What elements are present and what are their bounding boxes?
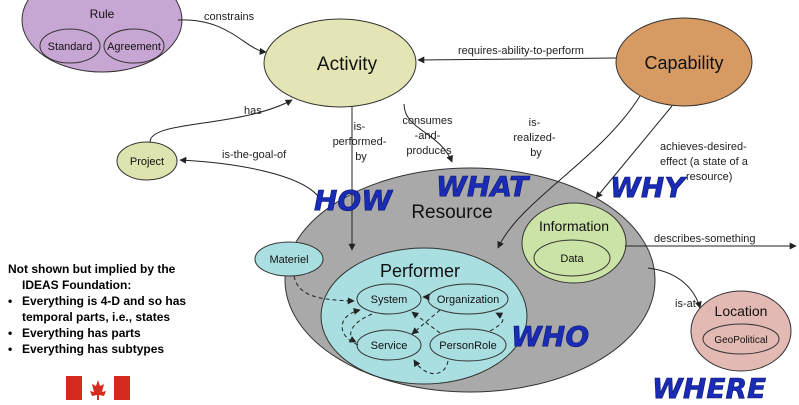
project-label: Project <box>130 156 164 168</box>
capability-ellipse[interactable] <box>615 17 753 107</box>
data-ellipse[interactable] <box>533 239 611 277</box>
notes-heading: Not shown but implied by the IDEAS Found… <box>8 262 223 294</box>
is-at-arrow <box>647 267 702 309</box>
materiel-ellipse[interactable] <box>254 241 324 277</box>
service-label: Service <box>371 340 408 352</box>
how-label: HOW <box>314 184 393 217</box>
is-the-goal-of-label: is-the-goal-of <box>222 149 287 161</box>
constrains-label: constrains <box>204 11 255 23</box>
has-label: has <box>244 105 262 117</box>
why-label: WHY <box>610 171 687 204</box>
is-realized-by-label: is- realized- by <box>513 117 558 159</box>
rule-label: Rule <box>90 7 115 21</box>
is-performed-by-label: is- performed- by <box>333 121 390 163</box>
resource-label: Resource <box>411 202 492 223</box>
performer-label: Performer <box>380 261 460 281</box>
agreement-ellipse[interactable] <box>103 28 165 64</box>
is-the-goal-of-arrow <box>179 156 319 197</box>
personrole-organization-dash <box>489 312 504 332</box>
notes-bullet-line: Everything has subtypes <box>22 341 165 356</box>
what-label: WHAT <box>436 170 530 203</box>
standard-ellipse[interactable] <box>39 28 101 64</box>
notes-bullet-line: Everything has parts <box>22 325 141 340</box>
system-service-dash <box>348 313 373 343</box>
notes-bullet-line: Everything is 4-D and so has <box>22 293 187 308</box>
system-ellipse[interactable] <box>356 283 422 315</box>
materiel-system-dash <box>293 275 355 305</box>
constrains-arrow <box>177 19 267 55</box>
describes-something-label: describes-something <box>654 233 756 245</box>
achieves-desired-effect-arrow <box>595 105 673 199</box>
notes-heading-line: Not shown but implied by the <box>8 262 176 276</box>
materiel-label: Materiel <box>269 254 308 266</box>
has-arrow <box>149 99 293 143</box>
standard-label: Standard <box>48 41 93 53</box>
is-realized-by-arrow <box>497 95 641 249</box>
is-at-label: is-at <box>675 298 696 310</box>
organization-label: Organization <box>437 294 499 306</box>
canadian-flag-icon <box>66 376 130 404</box>
geopolitical-label: GeoPolitical <box>714 335 767 346</box>
consumes-and-produces-label: consumes -and- produces <box>402 115 455 157</box>
person-role-label: PersonRole <box>439 340 496 352</box>
capability-label: Capability <box>644 53 723 73</box>
notes-bullet: Everything has subtypes <box>8 342 223 358</box>
personrole-system-dash <box>411 311 441 334</box>
implied-notes: Not shown but implied by the IDEAS Found… <box>8 262 223 358</box>
requires-ability-arrow <box>417 56 617 64</box>
where-label: WHERE <box>652 372 766 400</box>
notes-list: Everything is 4-D and so has temporal pa… <box>8 294 223 358</box>
agreement-label: Agreement <box>107 41 161 53</box>
activity-ellipse[interactable] <box>263 18 417 108</box>
organization-service-dash <box>411 309 441 335</box>
activity-label: Activity <box>317 54 378 75</box>
who-label: WHO <box>511 320 589 353</box>
person-role-ellipse[interactable] <box>429 328 507 362</box>
information-label: Information <box>539 218 609 234</box>
personrole-service-dash <box>413 359 449 375</box>
notes-bullet: Everything is 4-D and so has temporal pa… <box>8 294 223 326</box>
requires-ability-label: requires-ability-to-perform <box>458 45 584 57</box>
achieves-desired-effect-label: achieves-desired- effect (a state of a r… <box>660 141 751 183</box>
notes-heading-line: IDEAS Foundation: <box>22 277 132 292</box>
data-label: Data <box>560 253 584 265</box>
geopolitical-ellipse[interactable] <box>702 323 780 355</box>
system-label: System <box>371 294 408 306</box>
project-ellipse[interactable] <box>116 141 178 181</box>
consumes-and-produces-arrow <box>403 103 453 163</box>
notes-bullet: Everything has parts <box>8 326 223 342</box>
location-label: Location <box>715 303 768 319</box>
notes-bullet-line: temporal parts, i.e., states <box>22 309 171 324</box>
